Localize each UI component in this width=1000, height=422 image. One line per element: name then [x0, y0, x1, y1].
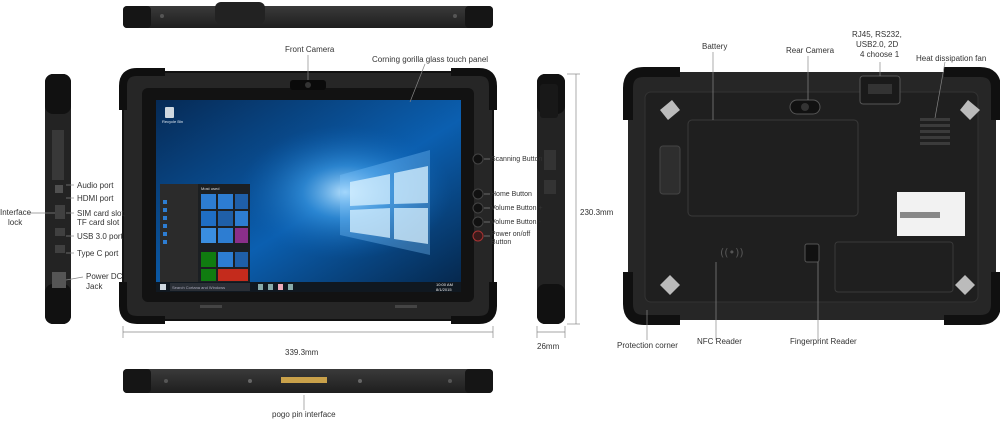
power-dc-label-1: Power DC [86, 272, 123, 281]
type-c-port-label: Type C port [77, 249, 119, 258]
leader-lines [28, 52, 946, 410]
interface-lock-label-2: lock [8, 218, 23, 227]
audio-port-label: Audio port [77, 181, 114, 190]
taskbar-clock-date: 8/1/2015 [436, 287, 452, 292]
connector-label-1: RJ45, RS232, [852, 30, 902, 39]
sim-slot-label-1: SIM card slot, [77, 209, 126, 218]
back-view: ((•)) [623, 67, 1000, 325]
power-button-label-1: Power on/off [491, 231, 531, 238]
rear-camera-label: Rear Camera [786, 46, 835, 55]
fingerprint-reader-label: Fingerprint Reader [790, 337, 857, 346]
left-side-view [45, 74, 71, 324]
sim-slot-label-2: TF card slot [77, 218, 120, 227]
nfc-reader-label: NFC Reader [697, 337, 742, 346]
volume-down-label: Volume Button - [491, 219, 541, 226]
connector-label-3: 4 choose 1 [860, 50, 900, 59]
interface-lock-label-1: Interface [0, 208, 32, 217]
taskbar-clock-time: 10:00 AM [436, 282, 453, 287]
connector-label-2: USB2.0, 2D [856, 40, 899, 49]
power-button-label-2: Button [491, 239, 512, 246]
taskbar-search[interactable]: Search Cortana and Windows [172, 285, 226, 290]
hdmi-port-label: HDMI port [77, 194, 114, 203]
pogo-pin-label: pogo pin interface [272, 410, 336, 419]
battery-label: Battery [702, 42, 728, 51]
front-camera-label: Front Camera [285, 45, 335, 54]
width-dimension-label: 339.3mm [285, 348, 319, 357]
start-group-title: Most used [201, 186, 220, 191]
depth-dimension-label: 26mm [537, 342, 560, 351]
bottom-edge-view [123, 369, 493, 393]
power-dc-label-2: Jack [86, 282, 103, 291]
heat-fan-label: Heat dissipation fan [916, 54, 987, 63]
svg-text:((•)): ((•)) [720, 246, 744, 259]
scanning-button-label: Scanning Button [491, 156, 543, 163]
volume-up-label: Volume Button + [491, 205, 543, 212]
home-button-label: Home Button [491, 191, 532, 198]
top-edge-view [123, 2, 493, 28]
right-side-view [537, 74, 565, 324]
usb-port-label: USB 3.0 port [77, 232, 123, 241]
recycle-bin-label: Recycle Bin [162, 119, 184, 124]
protection-corner-label: Protection corner [617, 341, 678, 350]
height-dimension-label: 230.3mm [580, 208, 614, 217]
glass-panel-label: Corning gorilla glass touch panel [372, 55, 489, 64]
